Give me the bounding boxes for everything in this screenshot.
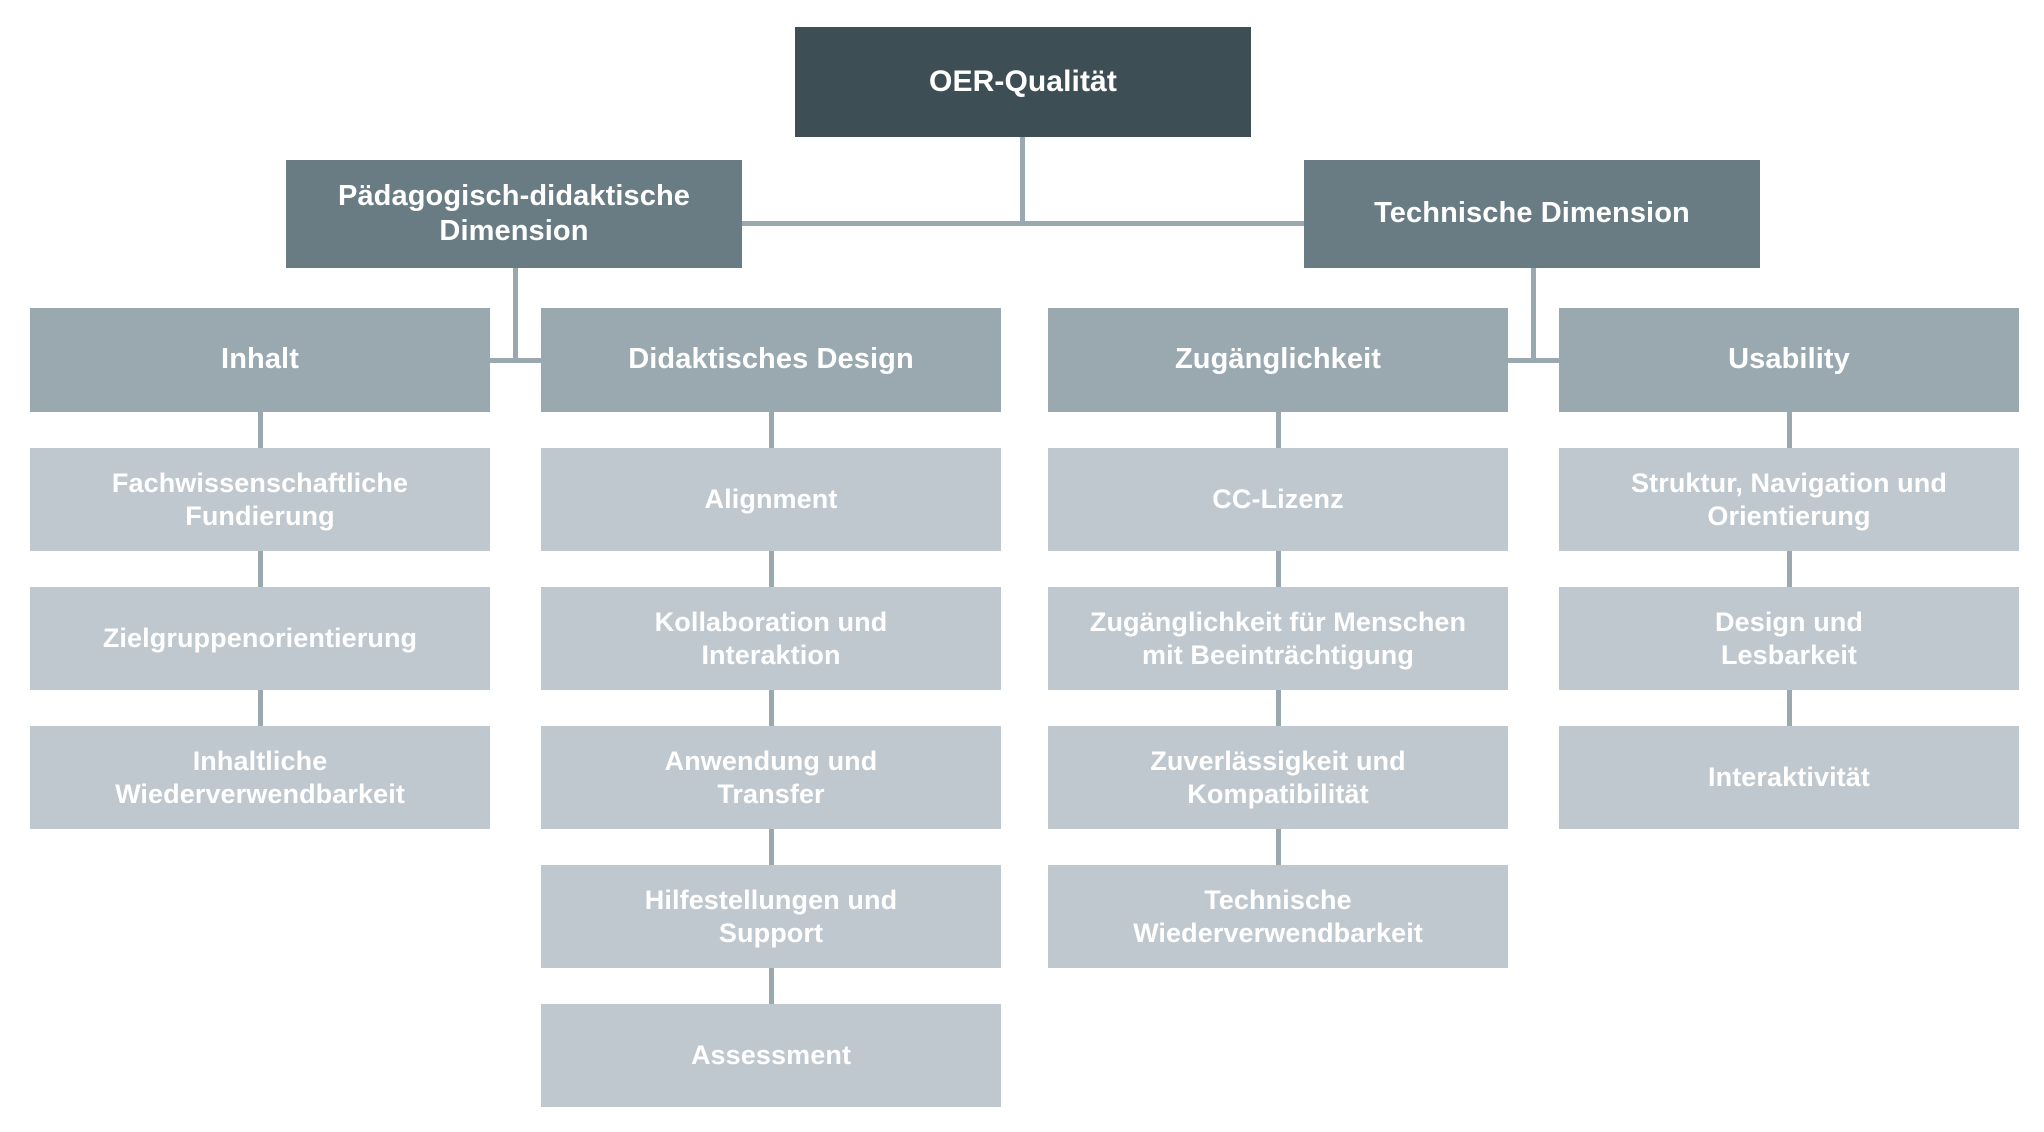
node-label: Zuverlässigkeit und Kompatibilität bbox=[1150, 745, 1406, 809]
node-oer-qualitaet[interactable]: OER-Qualität bbox=[795, 27, 1251, 137]
node-label: Kollaboration und Interaktion bbox=[654, 606, 888, 670]
node-label: Zugänglichkeit für Menschen mit Beeinträ… bbox=[1089, 606, 1467, 670]
connector-didaktik-stem-2 bbox=[769, 551, 774, 587]
node-label: OER-Qualität bbox=[929, 64, 1117, 98]
connector-dim2-category-spine bbox=[1276, 358, 1787, 363]
node-label: Anwendung und Transfer bbox=[664, 745, 878, 809]
node-usability[interactable]: Usability bbox=[1559, 308, 2019, 412]
node-label: Didaktisches Design bbox=[628, 343, 914, 376]
node-paedagogisch-didaktische-dimension[interactable]: Pädagogisch-didaktische Dimension bbox=[286, 160, 742, 268]
node-interaktivitaet[interactable]: Interaktivität bbox=[1559, 726, 2019, 829]
connector-didaktik-stem-3 bbox=[769, 690, 774, 726]
node-label: Technische Dimension bbox=[1374, 197, 1690, 230]
connector-dimension-spine bbox=[738, 221, 1308, 226]
connector-dim1-down bbox=[513, 267, 518, 362]
node-zuverlaessigkeit-und-kompatibilitaet[interactable]: Zuverlässigkeit und Kompatibilität bbox=[1048, 726, 1508, 829]
node-anwendung-und-transfer[interactable]: Anwendung und Transfer bbox=[541, 726, 1001, 829]
connector-usability-stem-2 bbox=[1787, 551, 1792, 587]
node-label: Technische Wiederverwendbarkeit bbox=[1133, 884, 1423, 948]
connector-inhalt-stem-3 bbox=[258, 690, 263, 726]
node-hilfestellungen-und-support[interactable]: Hilfestellungen und Support bbox=[541, 865, 1001, 968]
node-design-und-lesbarkeit[interactable]: Design und Lesbarkeit bbox=[1559, 587, 2019, 690]
connector-didaktik-stem-4 bbox=[769, 829, 774, 865]
connector-usability-stem-3 bbox=[1787, 690, 1792, 726]
node-technische-dimension[interactable]: Technische Dimension bbox=[1304, 160, 1760, 268]
connector-inhalt-stem-2 bbox=[258, 551, 263, 587]
node-fachwissenschaftliche-fundierung[interactable]: Fachwissenschaftliche Fundierung bbox=[30, 448, 490, 551]
connector-zugang-stem-3 bbox=[1276, 690, 1281, 726]
node-label: Inhaltliche Wiederverwendbarkeit bbox=[115, 745, 405, 809]
node-label: Pädagogisch-didaktische Dimension bbox=[338, 179, 690, 247]
connector-dim1-category-spine bbox=[258, 358, 769, 363]
connector-didaktik-stem-1 bbox=[769, 412, 774, 448]
connector-zugang-stem-2 bbox=[1276, 551, 1281, 587]
connector-root-down bbox=[1020, 136, 1025, 223]
connector-dim2-down bbox=[1531, 267, 1536, 362]
node-label: Alignment bbox=[704, 484, 838, 515]
node-inhalt[interactable]: Inhalt bbox=[30, 308, 490, 412]
connector-zugang-stem-4 bbox=[1276, 829, 1281, 865]
node-kollaboration-und-interaktion[interactable]: Kollaboration und Interaktion bbox=[541, 587, 1001, 690]
node-zielgruppenorientierung[interactable]: Zielgruppenorientierung bbox=[30, 587, 490, 690]
node-label: Design und Lesbarkeit bbox=[1715, 606, 1863, 670]
node-zugaenglichkeit-fuer-menschen-mit-beeintraechtigung[interactable]: Zugänglichkeit für Menschen mit Beeinträ… bbox=[1048, 587, 1508, 690]
node-label: Assessment bbox=[690, 1040, 852, 1071]
node-label: CC-Lizenz bbox=[1212, 484, 1344, 515]
node-assessment[interactable]: Assessment bbox=[541, 1004, 1001, 1107]
node-zugaenglichkeit[interactable]: Zugänglichkeit bbox=[1048, 308, 1508, 412]
node-label: Struktur, Navigation und Orientierung bbox=[1631, 467, 1947, 531]
node-struktur-navigation-und-orientierung[interactable]: Struktur, Navigation und Orientierung bbox=[1559, 448, 2019, 551]
node-cc-lizenz[interactable]: CC-Lizenz bbox=[1048, 448, 1508, 551]
node-label: Inhalt bbox=[221, 343, 299, 376]
node-inhaltliche-wiederverwendbarkeit[interactable]: Inhaltliche Wiederverwendbarkeit bbox=[30, 726, 490, 829]
node-label: Fachwissenschaftliche Fundierung bbox=[111, 467, 409, 531]
node-label: Zugänglichkeit bbox=[1174, 343, 1382, 376]
node-label: Usability bbox=[1728, 343, 1850, 376]
node-didaktisches-design[interactable]: Didaktisches Design bbox=[541, 308, 1001, 412]
connector-usability-stem-1 bbox=[1787, 412, 1792, 448]
node-label: Zielgruppenorientierung bbox=[102, 623, 418, 654]
connector-inhalt-stem-1 bbox=[258, 412, 263, 448]
connector-zugang-stem-1 bbox=[1276, 412, 1281, 448]
node-technische-wiederverwendbarkeit[interactable]: Technische Wiederverwendbarkeit bbox=[1048, 865, 1508, 968]
node-label: Hilfestellungen und Support bbox=[644, 884, 898, 948]
node-label: Interaktivität bbox=[1708, 762, 1870, 793]
node-alignment[interactable]: Alignment bbox=[541, 448, 1001, 551]
connector-didaktik-stem-5 bbox=[769, 968, 774, 1004]
